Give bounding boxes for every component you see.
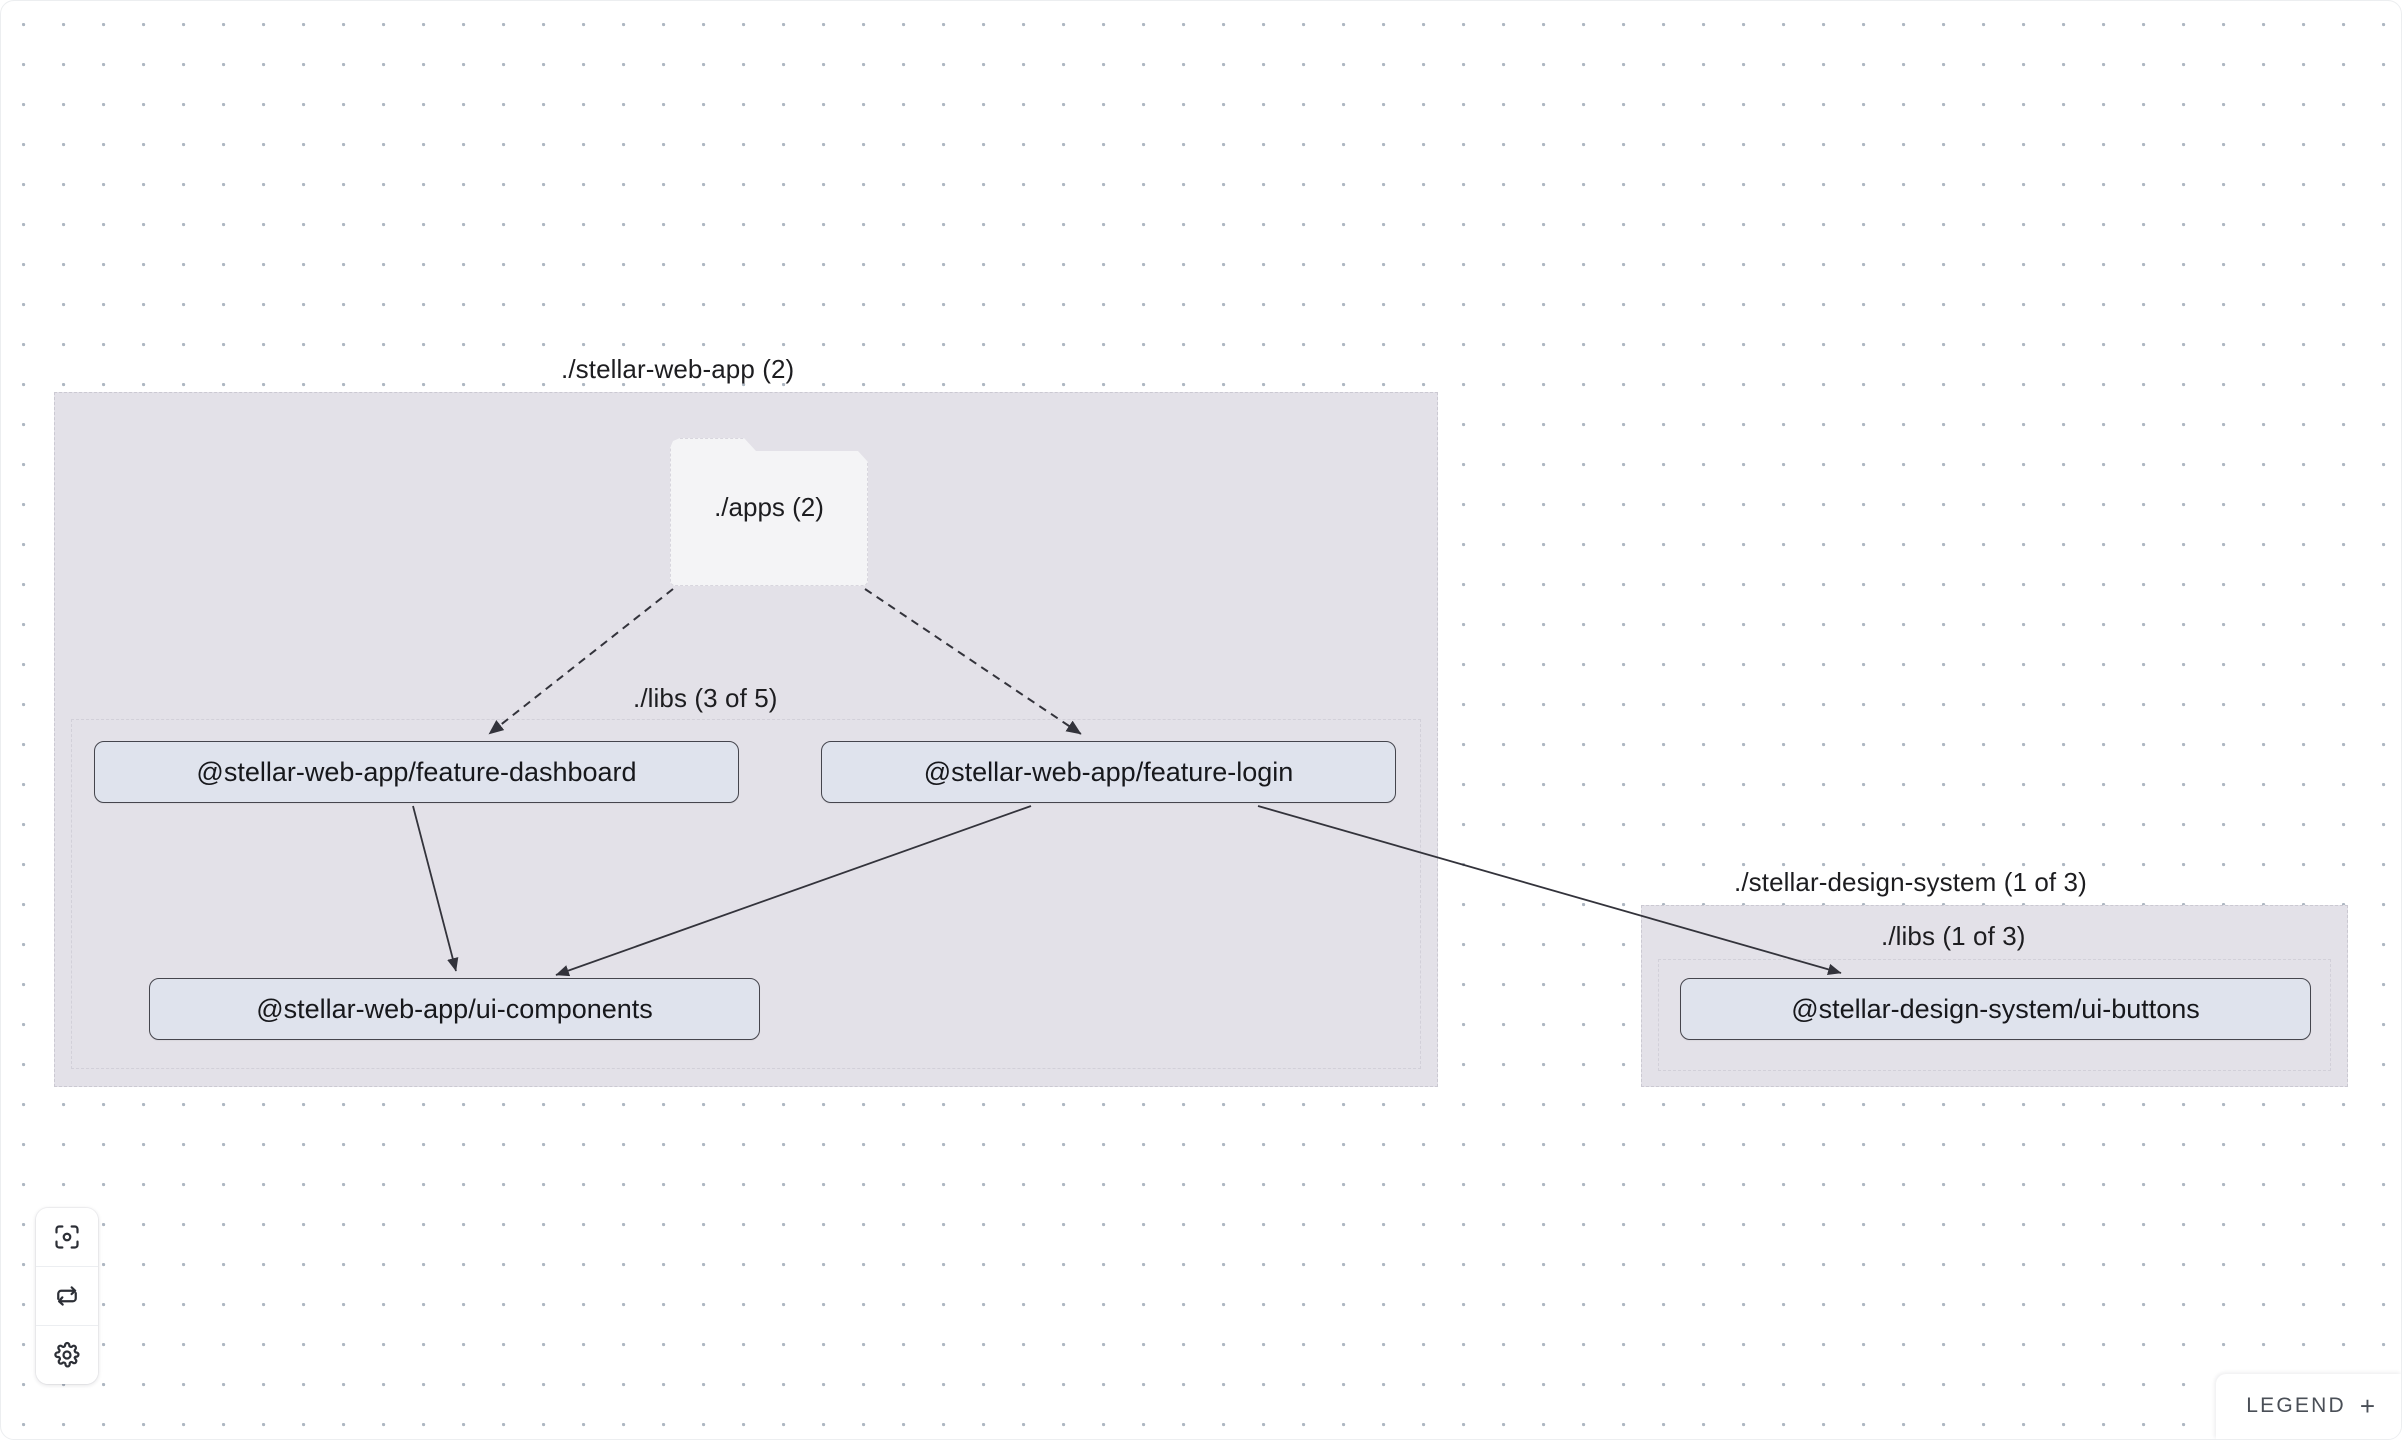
node-ui-components[interactable]: @stellar-web-app/ui-components — [149, 978, 760, 1040]
folder-shape — [670, 438, 868, 586]
focus-button[interactable] — [36, 1208, 98, 1267]
canvas-controls[interactable] — [36, 1208, 98, 1384]
settings-button[interactable] — [36, 1326, 98, 1384]
node-feature-login[interactable]: @stellar-web-app/feature-login — [821, 741, 1396, 803]
refresh-button[interactable] — [36, 1267, 98, 1326]
legend-label: LEGEND — [2246, 1394, 2346, 1417]
group-label-stellar-design-system: ./stellar-design-system (1 of 3) — [1734, 867, 2087, 897]
group-label-design-system-libs: ./libs (1 of 3) — [1881, 921, 2026, 951]
refresh-icon — [53, 1282, 81, 1310]
folder-node-apps[interactable]: ./apps (2) — [670, 438, 868, 586]
group-label-stellar-web-app: ./stellar-web-app (2) — [561, 354, 795, 384]
folder-label-apps: ./apps (2) — [714, 492, 824, 522]
group-design-system-libs[interactable] — [1658, 959, 2331, 1071]
plus-icon: + — [2359, 1391, 2375, 1421]
gear-icon — [53, 1341, 81, 1369]
node-ui-buttons[interactable]: @stellar-design-system/ui-buttons — [1680, 978, 2311, 1040]
node-feature-dashboard[interactable]: @stellar-web-app/feature-dashboard — [94, 741, 739, 803]
focus-target-icon — [53, 1223, 81, 1251]
legend-toggle[interactable]: LEGEND + — [2216, 1374, 2401, 1439]
group-label-web-app-libs: ./libs (3 of 5) — [633, 683, 778, 713]
